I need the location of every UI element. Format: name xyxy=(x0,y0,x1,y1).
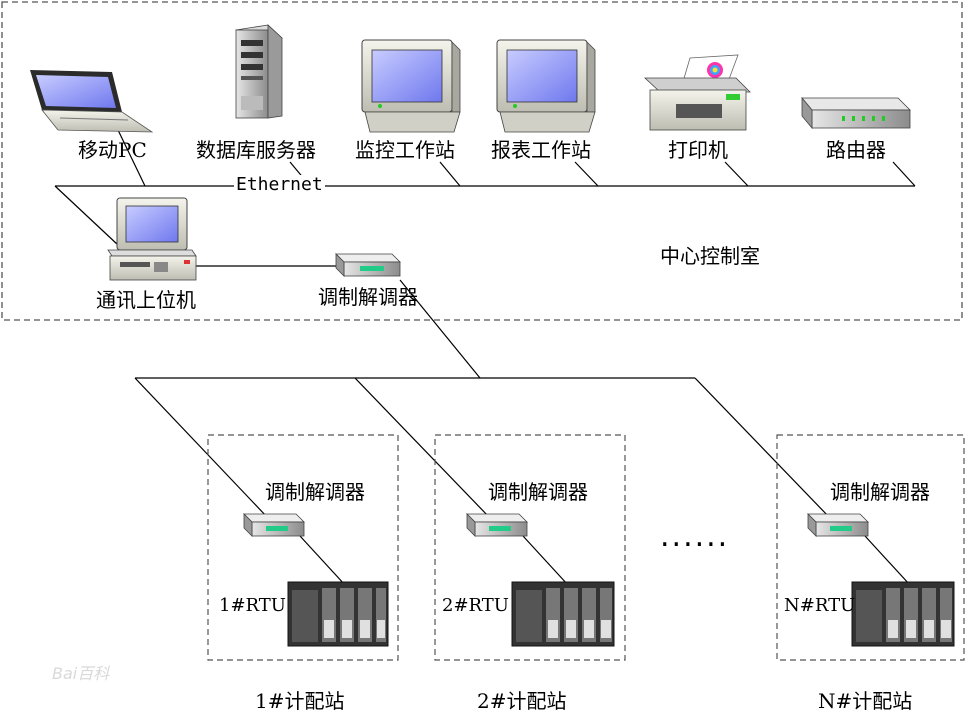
central-modem-icon xyxy=(335,253,401,277)
station-n-rtu-label: N#RTU xyxy=(784,595,856,616)
printer-icon xyxy=(643,54,751,131)
monitor-station-label: 监控工作站 xyxy=(355,138,455,162)
comm-host-computer-icon xyxy=(107,197,197,281)
station-n-modem-label: 调制解调器 xyxy=(830,480,930,504)
printer-label: 打印机 xyxy=(668,138,728,162)
report-station-label: 报表工作站 xyxy=(491,138,591,162)
report-workstation-icon xyxy=(496,39,596,133)
station-1-modem-label: 调制解调器 xyxy=(265,480,365,504)
station-n-modem-icon xyxy=(807,513,869,537)
station-n-name: N#计配站 xyxy=(818,689,913,713)
station-1-rtu-icon xyxy=(287,581,389,647)
central-room-title: 中心控制室 xyxy=(660,244,760,268)
router-label: 路由器 xyxy=(826,138,886,162)
server-icon xyxy=(235,24,283,119)
central-room-frame xyxy=(1,1,963,321)
monitor-workstation-icon xyxy=(361,39,461,133)
ellipsis: ...... xyxy=(660,519,730,554)
central-modem-label: 调制解调器 xyxy=(318,285,418,309)
station-1-name: 1#计配站 xyxy=(255,689,345,713)
laptop-icon xyxy=(30,70,154,133)
db-server-label: 数据库服务器 xyxy=(196,138,316,162)
router-icon xyxy=(801,96,911,130)
station-1-rtu-label: 1#RTU xyxy=(219,595,286,616)
station-2-name: 2#计配站 xyxy=(477,689,567,713)
station-2-modem-icon xyxy=(466,513,528,537)
station-2-rtu-label: 2#RTU xyxy=(442,595,509,616)
field-links xyxy=(134,377,911,586)
station-1-modem-icon xyxy=(243,513,305,537)
comm-host-label: 通讯上位机 xyxy=(96,288,196,312)
station-2-modem-label: 调制解调器 xyxy=(488,480,588,504)
ethernet-links xyxy=(54,129,916,379)
mobile-pc-label: 移动PC xyxy=(78,138,147,162)
watermark: Bai百科 xyxy=(52,664,110,683)
station-2-rtu-icon xyxy=(511,581,615,647)
station-frames xyxy=(207,434,965,661)
ethernet-label: Ethernet xyxy=(234,174,325,195)
station-n-rtu-icon xyxy=(851,581,955,647)
